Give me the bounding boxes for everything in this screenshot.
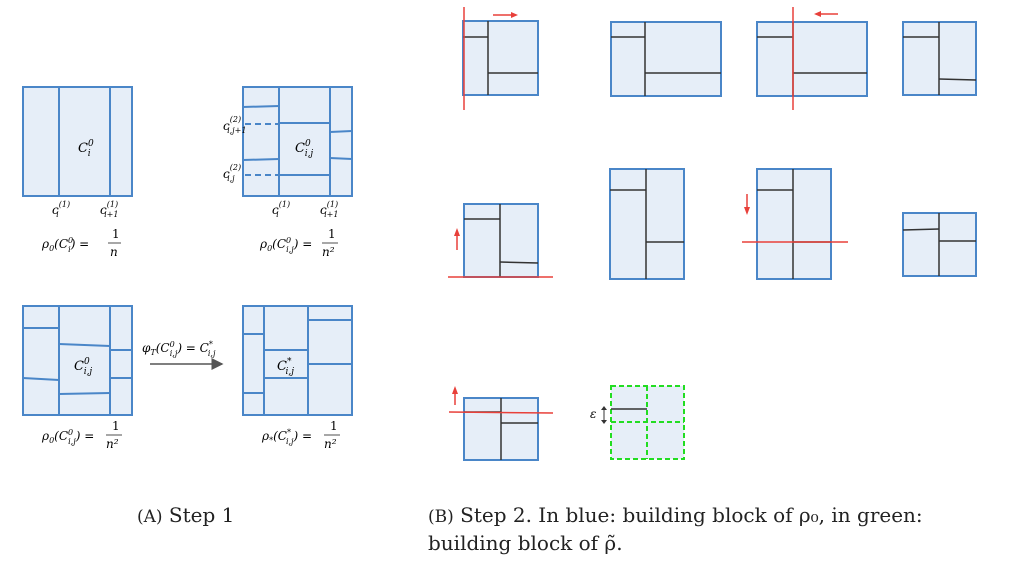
b-block-r1-c4 [902,21,977,96]
b-block-r2-c2 [609,168,685,280]
b-block-r2-c3 [742,168,848,280]
svg-text:n²: n² [324,437,337,451]
double-arrow-icon [601,406,607,410]
svg-text:C0i,j: C0i,j [74,357,92,377]
svg-text:1: 1 [330,419,338,433]
block-a-bottom-right: C*i,j ρ*(C*i,j) = 1 n² [242,305,353,451]
svg-text:C0i: C0i [78,139,94,159]
svg-text:c(1)i+1: c(1)i+1 [320,200,338,219]
b-block-r3-c1 [448,386,554,461]
arrow-up-icon-2 [452,386,458,394]
svg-text:1: 1 [328,227,336,241]
svg-text:C*i,j: C*i,j [277,357,294,377]
svg-text:c(1)i: c(1)i [52,200,70,219]
svg-text:n: n [110,245,118,259]
svg-text:φT(C0i,j) = C*i,j: φT(C0i,j) = C*i,j [142,340,216,358]
svg-text:n²: n² [322,245,335,259]
cell-label-sup: 0 [88,139,94,149]
left-label-c2-j: c [223,167,230,181]
panel-b: ε [448,7,977,461]
svg-text:c(1)i: c(1)i [272,200,290,219]
svg-text:1: 1 [112,227,120,241]
svg-text:c(2)i,j+1: c(2)i,j+1 [223,115,246,135]
b-block-r2-c1 [448,203,553,278]
svg-text:1: 1 [112,419,120,433]
b-block-r1-c2 [610,21,722,97]
left-label-c2-j1: c [223,119,230,133]
cell-label-sub: i [88,149,91,159]
arrow-down-icon [744,207,750,215]
caption-a: (A) Step 1 [137,503,235,527]
tick-label-ci1: c [100,203,107,217]
arrow-right-icon [511,12,518,18]
b-block-r2-c4 [902,212,977,277]
rho-br: ρ*(C*i,j) = [261,428,312,446]
b-block-r3-c2-green: ε [590,385,685,460]
svg-text:n²: n² [106,437,119,451]
svg-text:c(2)i,j: c(2)i,j [223,163,241,183]
arrow-left-icon [814,11,821,17]
epsilon-label: ε [590,407,596,421]
b-block-r1-c1 [462,7,539,110]
tick-label-ci: c [52,203,59,217]
arrow-up-icon [454,228,460,236]
b-block-r1-c3 [756,7,868,110]
cell-label: C [78,141,88,156]
svg-text:C0i,j: C0i,j [295,139,313,159]
caption-b: (B) Step 2. In blue: building block of ρ… [428,503,923,555]
svg-text:c(1)i+1: c(1)i+1 [100,200,118,219]
